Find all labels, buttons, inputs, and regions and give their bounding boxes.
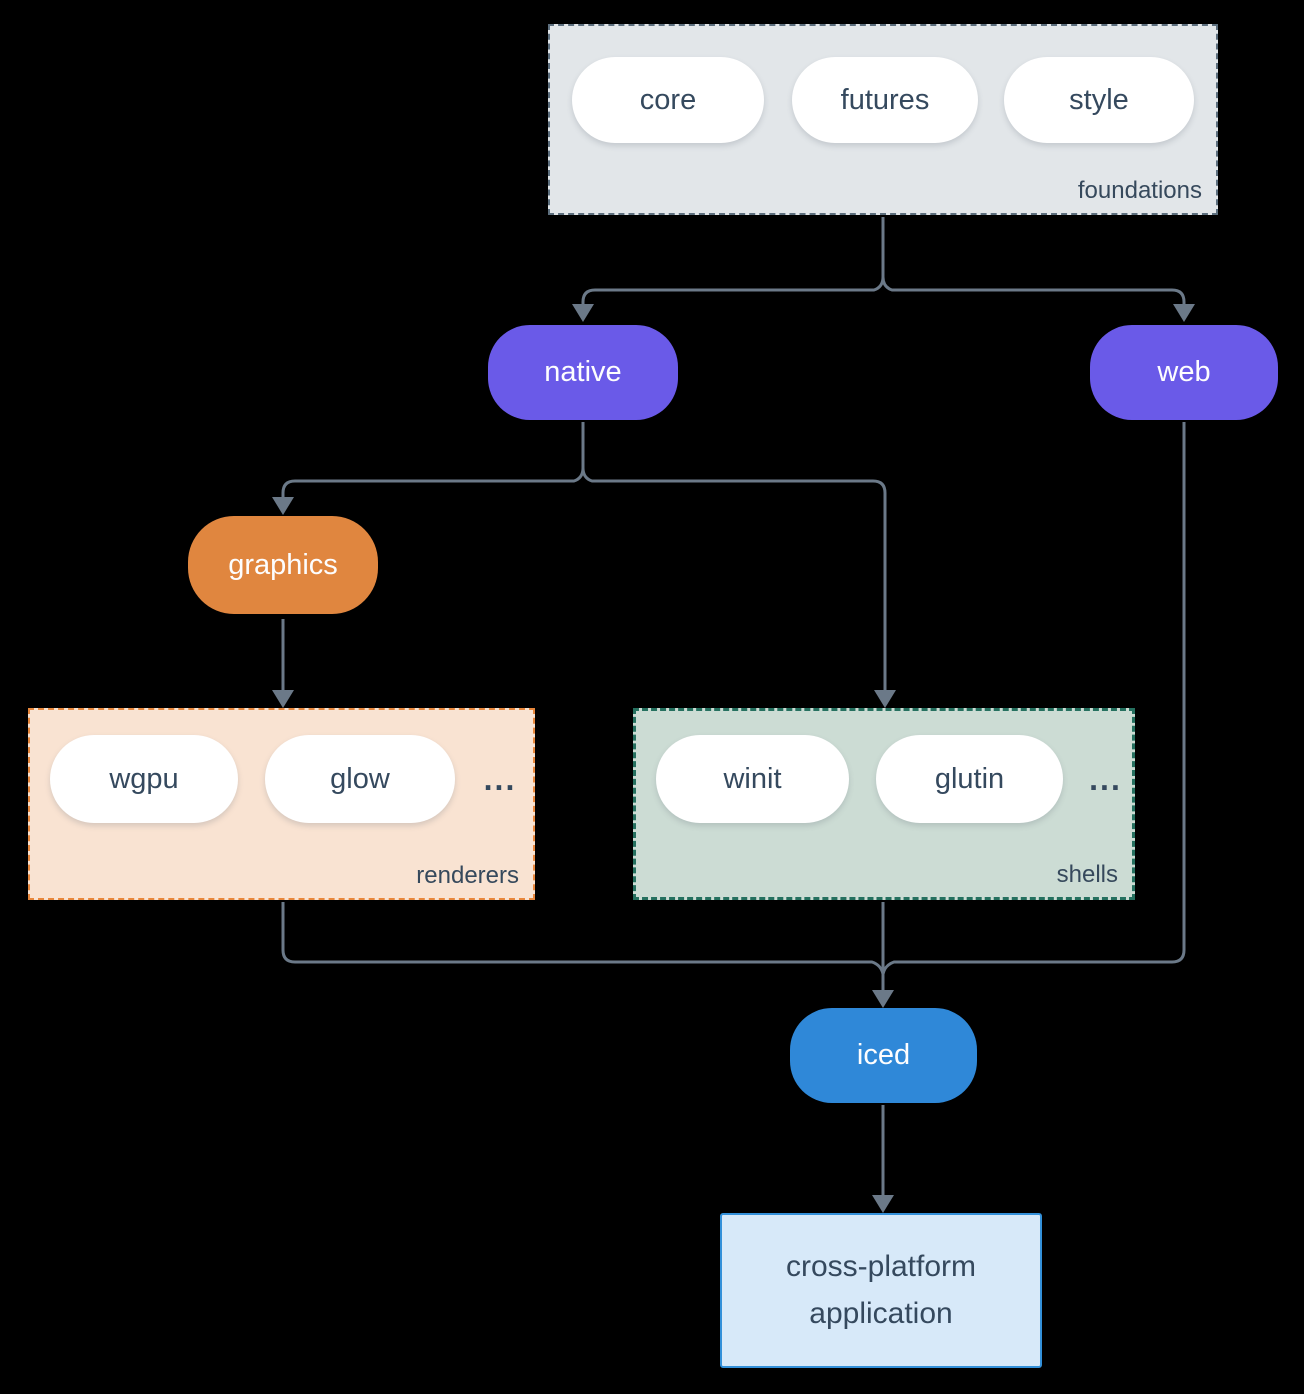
connector-foundations-to-web [881,217,1186,306]
group-foundations-label: foundations [1077,177,1202,204]
arrowhead-web [1173,304,1195,322]
node-glow-label: glow [330,762,390,795]
node-core: core [572,57,764,143]
shells-ellipsis: ... [1089,760,1122,797]
node-iced: iced [790,1008,977,1103]
connector-web-to-iced [881,422,1186,975]
connector-foundations-to-native [581,217,885,306]
arrowhead-application [872,1195,894,1213]
arrowhead-graphics [272,497,294,515]
node-wgpu: wgpu [50,735,238,823]
node-graphics-label: graphics [228,548,338,581]
group-shells-label: shells [1056,861,1118,888]
node-style: style [1004,57,1194,143]
group-foundations: core futures style foundations [548,24,1218,215]
group-renderers: wgpu glow ... renderers [28,708,535,900]
connector-native-to-shells [581,422,887,692]
arrowhead-renderers [272,690,294,708]
node-native: native [488,325,678,420]
node-futures: futures [792,57,978,143]
group-shells: winit glutin ... shells [633,708,1135,900]
node-native-label: native [544,356,622,388]
node-futures-label: futures [840,83,930,116]
node-glutin: glutin [876,735,1063,823]
node-graphics: graphics [188,516,378,614]
connector-native-to-graphics [281,422,585,499]
node-wgpu-label: wgpu [109,762,179,795]
connector-renderers-to-iced [281,902,885,975]
group-renderers-label: renderers [416,862,519,889]
node-glutin-label: glutin [934,762,1005,795]
node-style-label: style [1069,83,1129,116]
renderers-ellipsis: ... [483,760,517,797]
arrowhead-native [572,304,594,322]
node-web-label: web [1157,356,1211,388]
node-winit-label: winit [723,762,782,795]
node-web: web [1090,325,1278,420]
node-winit: winit [656,735,849,823]
node-glow: glow [265,735,455,823]
node-core-label: core [639,83,697,116]
node-application-label: cross-platform application [785,1250,977,1330]
arrowhead-shells [874,690,896,708]
arrowhead-iced [872,990,894,1008]
node-iced-label: iced [856,1039,911,1071]
node-cross-platform-application: cross-platform application [720,1213,1042,1368]
